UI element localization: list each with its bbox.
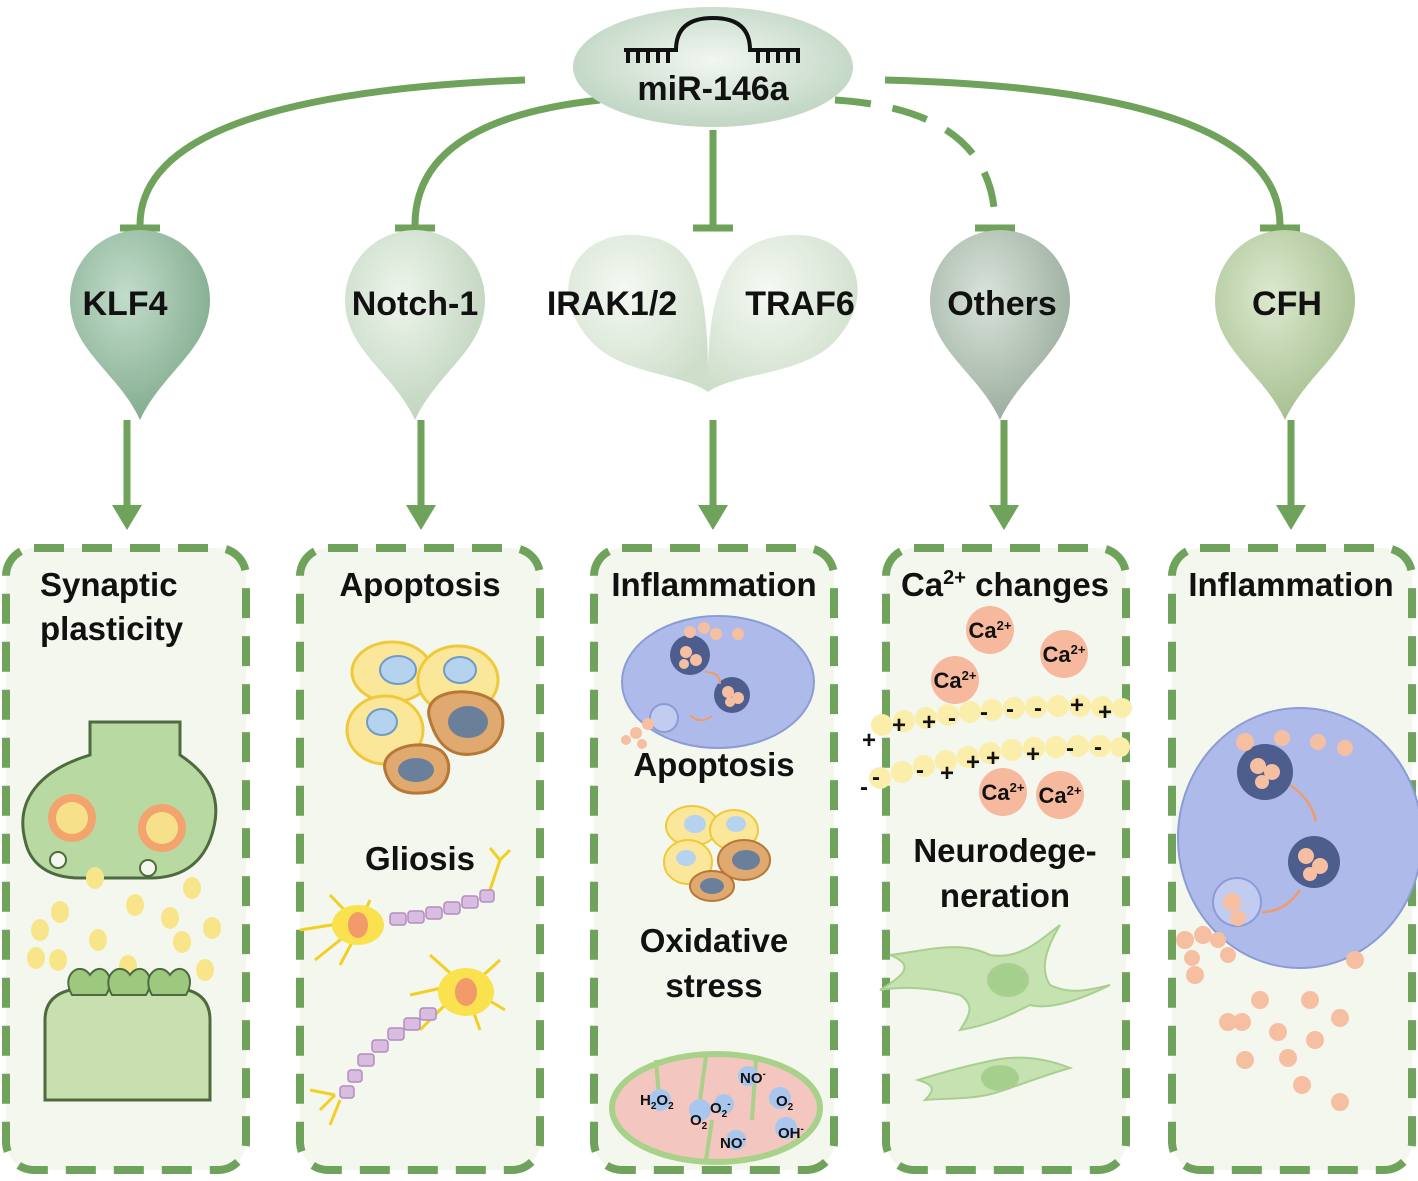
mir-146a-node: miR-146a bbox=[573, 7, 853, 127]
charge-16: + bbox=[1026, 741, 1040, 768]
mir-146a-label: miR-146a bbox=[637, 70, 789, 108]
box1-title-line1: Synaptic bbox=[40, 566, 178, 603]
charge-12: - bbox=[916, 757, 924, 784]
box2-title: Apoptosis bbox=[339, 566, 500, 603]
ros-h2o2: H2O2 bbox=[640, 1092, 674, 1112]
box5-title: Inflammation bbox=[1188, 566, 1393, 603]
edge-mir-to-notch1 bbox=[411, 96, 601, 226]
box1-content: Synaptic plasticity bbox=[21, 566, 221, 1102]
charge-14: + bbox=[966, 749, 980, 776]
target-others: Others bbox=[930, 230, 1070, 420]
klf4-label: KLF4 bbox=[83, 285, 168, 323]
mitochondrion-icon bbox=[609, 1051, 823, 1165]
ros-oh: OH- bbox=[778, 1124, 804, 1142]
ros-labels: H2O2 NO- O2- O2 O2 NO- OH- bbox=[640, 1069, 804, 1152]
inhibition-edges bbox=[120, 76, 1300, 232]
ros-o2-right: O2 bbox=[776, 1093, 794, 1113]
charge-4: - bbox=[948, 705, 956, 732]
others-label: Others bbox=[947, 285, 1057, 323]
charge-5: - bbox=[980, 699, 988, 726]
glia-bodies-icon bbox=[332, 905, 494, 1016]
calcium-ion-5: Ca2+ bbox=[1039, 783, 1082, 808]
edge-mir-to-cfh bbox=[884, 76, 1284, 226]
ros-o2-superoxide: O2- bbox=[710, 1099, 731, 1120]
charge-3: + bbox=[922, 709, 936, 736]
irak-label: IRAK1/2 bbox=[547, 285, 677, 323]
charge-17: - bbox=[1066, 735, 1074, 762]
pin-cfh bbox=[1215, 230, 1355, 420]
box2-sub: Gliosis bbox=[365, 840, 475, 877]
charge-7: - bbox=[1034, 695, 1042, 722]
edge-mir-to-others bbox=[834, 96, 999, 226]
target-cfh: CFH bbox=[1215, 230, 1355, 420]
charge-10: - bbox=[872, 764, 880, 791]
calcium-ion-4: Ca2+ bbox=[982, 780, 1025, 805]
calcium-ion-3: Ca2+ bbox=[934, 668, 977, 693]
calcium-ion-2: Ca2+ bbox=[1043, 642, 1086, 667]
cfh-label: CFH bbox=[1252, 285, 1322, 323]
charge-18: - bbox=[1094, 734, 1102, 761]
macrophage-cell-icon bbox=[621, 615, 815, 749]
calcium-ions-icon bbox=[931, 606, 1088, 819]
notch1-label: Notch-1 bbox=[352, 285, 479, 323]
box3-content: Inflammation Apoptosis bbox=[609, 566, 823, 1165]
box2-content: Apoptosis Gliosis bbox=[299, 566, 512, 1126]
glia-cell-icon bbox=[299, 847, 512, 1126]
target-klf4: KLF4 bbox=[70, 230, 210, 420]
charge-6: - bbox=[1006, 696, 1014, 723]
membrane-charges: + + + - - - - + + - - - + + + + - - bbox=[860, 692, 1112, 801]
pin-irak bbox=[568, 234, 709, 392]
box4-title: Ca2+ changes bbox=[901, 566, 1109, 603]
pin-notch1 bbox=[345, 230, 485, 420]
box3-title: Inflammation bbox=[611, 566, 816, 603]
apoptotic-cells-icon bbox=[345, 640, 505, 795]
ros-no-bottom: NO- bbox=[720, 1134, 746, 1152]
pin-traf6 bbox=[707, 234, 858, 392]
axon-segments-icon bbox=[339, 889, 495, 1099]
box3-sub1: Apoptosis bbox=[633, 746, 794, 783]
apoptotic-cells-small-icon bbox=[663, 805, 771, 902]
box5-content: Inflammation bbox=[1176, 566, 1418, 1111]
arrow-heads bbox=[112, 505, 1306, 530]
box4-content: Ca2+ changes Ca2+ Ca2+ Ca2+ Ca2+ Ca2+ + … bbox=[860, 566, 1132, 1102]
box3-sub2-line1: Oxidative bbox=[640, 922, 789, 959]
ros-o2-left: O2 bbox=[690, 1112, 708, 1132]
charge-1: + bbox=[862, 727, 876, 754]
edge-mir-to-klf4 bbox=[136, 76, 526, 226]
target-notch1: Notch-1 bbox=[345, 230, 485, 420]
charge-13: + bbox=[940, 760, 954, 787]
traf6-label: TRAF6 bbox=[745, 285, 855, 323]
calcium-ion-1: Ca2+ bbox=[969, 618, 1012, 643]
presynaptic-terminal-icon bbox=[21, 720, 218, 880]
pin-others bbox=[930, 230, 1070, 420]
charge-9: + bbox=[1098, 699, 1112, 726]
target-irak-traf6: IRAK1/2 TRAF6 bbox=[547, 234, 858, 392]
box4-sub-line2: neration bbox=[940, 877, 1070, 914]
box1-title-line2: plasticity bbox=[40, 610, 184, 647]
pin-klf4 bbox=[70, 230, 210, 420]
charge-11: - bbox=[860, 774, 868, 801]
charge-15: + bbox=[986, 745, 1000, 772]
activation-arrows bbox=[123, 420, 1295, 508]
degenerating-neuron-icon bbox=[879, 924, 1111, 1102]
charge-8: + bbox=[1070, 692, 1084, 719]
box4-sub-line1: Neurodege- bbox=[913, 832, 1096, 869]
rna-hairpin-icon bbox=[624, 15, 800, 63]
ros-no-top: NO- bbox=[740, 1069, 766, 1087]
box3-sub2-line2: stress bbox=[665, 967, 762, 1004]
cytokines-icon bbox=[1176, 926, 1364, 1111]
microglia-cell-icon bbox=[1177, 707, 1418, 969]
membrane-icon bbox=[869, 695, 1132, 789]
charge-2: + bbox=[892, 712, 906, 739]
postsynaptic-icon bbox=[43, 968, 212, 1102]
